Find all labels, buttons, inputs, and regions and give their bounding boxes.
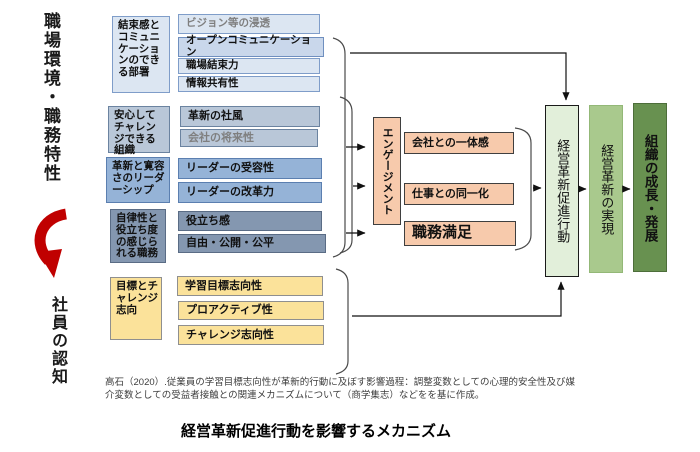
group2-item-company-future: 会社の将来性 <box>180 129 318 147</box>
arrow-bottom-route-to-behavior <box>352 281 565 317</box>
group3-item-leader-reform: リーダーの改革力 <box>178 182 322 203</box>
outcome-innovation-promoting-behavior: 経営革新促進行動 <box>545 105 579 277</box>
outcome-innovation-realization: 経営革新の実現 <box>589 105 623 273</box>
engagement-item-job-satisfaction: 職務満足 <box>404 221 516 246</box>
diagram-title: 経営革新促進行動を影響するメカニズム <box>180 423 451 440</box>
group3-item-leader-acceptance: リーダーの受容性 <box>178 158 322 179</box>
group1-item-open-communication: オープンコミュニケーション <box>178 34 324 58</box>
engagement-box: エンゲージメント <box>373 117 401 225</box>
group5-item-proactive: プロアクティブ性 <box>178 301 324 320</box>
group1-label: 結束感とコミュニケーションのできる部署 <box>112 16 170 93</box>
outcome-organization-growth: 組織の成長・発展 <box>633 103 667 272</box>
bracket-groups-1-4 <box>332 37 346 258</box>
group5-item-challenge: チャレンジ志向性 <box>178 325 324 345</box>
arrow-top-route-to-behavior <box>350 52 570 101</box>
source-caption-line1: 高石（2020）.従業員の学習目標志向性が革新的行動に及ぼす影響過程：調整変数と… <box>105 377 575 388</box>
group5-item-learning-goal: 学習目標志向性 <box>177 276 323 296</box>
source-caption: 高石（2020）.従業員の学習目標志向性が革新的行動に及ぼす影響過程：調整変数と… <box>105 376 575 402</box>
group1-item-info-sharing: 情報共有性 <box>178 76 320 92</box>
left-axis-label-top: 職場環境・職務特性 <box>41 12 60 183</box>
group4-item-usefulness: 役立ち感 <box>178 211 322 231</box>
bracket-engagement-right <box>514 127 532 251</box>
engagement-item-company-identity: 会社との一体感 <box>404 132 514 154</box>
group5-label: 目標とチャレンジ志向 <box>110 277 162 340</box>
group3-label: 革新と寛容さのリーダーシップ <box>106 157 170 203</box>
group4-item-free-open-fair: 自由・公開・公平 <box>178 234 326 253</box>
bracket-group-5 <box>335 268 349 375</box>
engagement-item-work-identification: 仕事との同一化 <box>404 183 514 205</box>
group2-label: 安心してチャレンジできる組織 <box>108 106 170 156</box>
left-axis-label-bottom: 社員の認知 <box>49 296 66 386</box>
red-curved-arrow <box>34 208 68 278</box>
group1-item-vision: ビジョン等の浸透 <box>178 14 320 34</box>
source-caption-line2: 介変数としての受益者接触との関連メカニズムについて（商学集志）などをを基に作成。 <box>105 390 485 401</box>
group1-item-cohesion: 職場結束力 <box>178 58 320 74</box>
bracket-groups-2-4 <box>339 96 353 254</box>
group2-item-innovative-culture: 革新の社風 <box>180 106 320 127</box>
group4-label: 自律性と役立ち度の感じられる職務 <box>110 209 166 263</box>
